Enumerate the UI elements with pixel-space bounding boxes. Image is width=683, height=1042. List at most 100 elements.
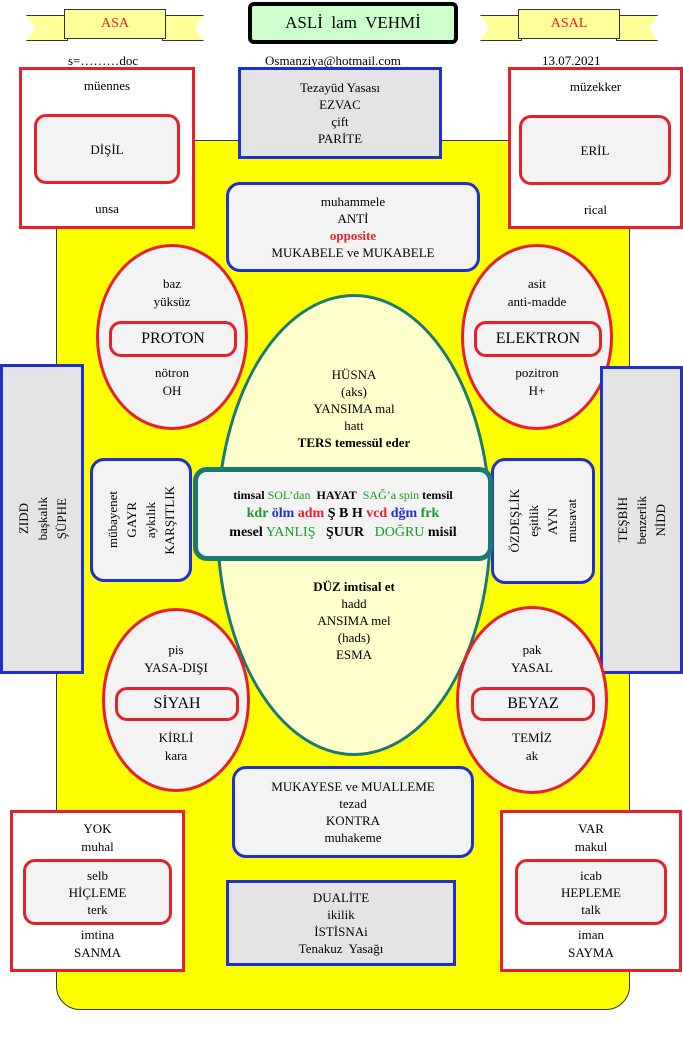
br-bottom-1: iman: [578, 927, 604, 942]
right-banner-label: ASAL: [518, 9, 620, 39]
black-bottom-2: kara: [164, 748, 188, 763]
center-box-row-3: mesel YANLIŞ ŞUUR DOĞRU misil: [229, 523, 456, 542]
bottom-center-line-1: DUALİTE: [312, 890, 370, 905]
electron-bottom-1: pozitron: [515, 365, 559, 380]
row1-b: SOL’dan: [267, 487, 311, 502]
br-inner-2: HEPLEME: [561, 884, 621, 900]
opposite-box: muhammele ANTİ opposite MUKABELE ve MUKA…: [226, 182, 480, 272]
left-inner-line-2: GAYR: [124, 502, 139, 538]
corner-top-left: müennes DİŞİL unsa: [19, 67, 195, 229]
top-center-line-1: Tezayüd Yasası: [300, 80, 380, 95]
oval-top-line-3: YANSIMA mal: [313, 401, 395, 416]
bl-inner-2: HİÇLEME: [68, 884, 127, 900]
center-oval-top: HÜSNA (aks) YANSIMA mal hatt TERS temess…: [250, 366, 458, 451]
electron-bottom-2: H+: [528, 383, 546, 398]
lower-center-box: MUKAYESE ve MUALLEME tezad KONTRA muhake…: [232, 766, 474, 858]
proton-top-2: yüksüz: [153, 294, 191, 309]
row1-d: SAĞ’a spin: [362, 487, 420, 502]
corner-top-left-bottom: unsa: [95, 201, 119, 216]
row1-c: HAYAT: [316, 487, 357, 502]
left-outer-line-2: başkalık: [34, 497, 50, 541]
corner-top-right-inner: ERİL: [519, 115, 671, 185]
opposite-line-1: muhammele: [320, 194, 386, 209]
oval-bottom-line-3: ANSIMA mel: [317, 613, 391, 628]
opposite-line-4: MUKABELE ve MUKABELE: [271, 245, 435, 260]
ellipse-white: pak YASAL BEYAZ TEMİZ ak: [456, 606, 608, 794]
bottom-center-box: DUALİTE ikilik İSTİSNAi Tenakuz Yasağı: [226, 880, 456, 966]
oval-top-line-4: hatt: [344, 418, 364, 433]
electron-label: ELEKTRON: [495, 330, 581, 347]
center-box: timsal SOL’dan HAYAT SAĞ’a spin temsil k…: [193, 467, 493, 561]
left-inner-line-4: KARŞITLIK: [162, 485, 177, 555]
white-top-2: YASAL: [511, 660, 553, 675]
lower-center-line-3: KONTRA: [325, 813, 381, 828]
proton-bottom-1: nötron: [155, 365, 189, 380]
black-label: SİYAH: [153, 695, 201, 712]
black-top-1: pis: [168, 642, 184, 657]
oval-bottom-line-2: hadd: [341, 596, 367, 611]
corner-bottom-left: YOK muhal selb HİÇLEME terk imtina SANMA: [10, 810, 185, 972]
row2-c: adm: [297, 505, 325, 521]
row2-d: Ş B H: [327, 505, 363, 521]
row3-a: mesel: [229, 524, 263, 540]
bottom-center-line-2: ikilik: [327, 907, 355, 922]
black-label-box: SİYAH: [115, 687, 239, 721]
ellipse-proton: baz yüksüz PROTON nötron OH: [96, 244, 248, 430]
corner-top-left-label: DİŞİL: [90, 141, 124, 157]
ellipse-black: pis YASA-DIŞI SİYAH KİRLİ kara: [102, 608, 250, 792]
bl-top-1: YOK: [83, 821, 112, 836]
ellipse-electron: asit anti-madde ELEKTRON pozitron H+: [461, 244, 613, 430]
electron-label-box: ELEKTRON: [474, 321, 602, 357]
bl-inner: selb HİÇLEME terk: [23, 859, 172, 925]
br-bottom-2: SAYMA: [568, 945, 614, 960]
date-label: 13.07.2021: [542, 53, 601, 68]
right-outer-line-3: NİDD: [653, 503, 668, 537]
row2-g: frk: [420, 505, 440, 521]
row3-e: misil: [427, 524, 457, 540]
left-inner-line-1: mübayenet: [105, 491, 120, 549]
top-center-box: Tezayüd Yasası EZVAC çift PARİTE: [238, 67, 442, 159]
oval-top-line-5: TERS temessül eder: [297, 435, 411, 450]
row2-f: dğm: [390, 505, 418, 521]
bl-bottom-1: imtina: [80, 927, 115, 942]
bottom-center-line-4: Tenakuz Yasağı: [298, 941, 384, 956]
corner-top-right: müzekker ERİL rical: [508, 67, 683, 229]
right-banner: ASAL: [480, 9, 658, 41]
electron-top-1: asit: [527, 276, 547, 291]
proton-bottom-2: OH: [162, 383, 182, 398]
top-center-line-4: PARİTE: [317, 131, 363, 146]
lower-center-line-4: muhakeme: [324, 830, 382, 845]
br-inner-3: talk: [581, 901, 601, 917]
row3-d: DOĞRU: [374, 524, 425, 540]
corner-top-right-label: ERİL: [580, 142, 610, 158]
white-bottom-1: TEMİZ: [512, 730, 552, 745]
proton-label-box: PROTON: [109, 321, 237, 357]
center-box-row-1: timsal SOL’dan HAYAT SAĞ’a spin temsil: [233, 487, 452, 504]
oval-bottom-line-5: ESMA: [335, 647, 373, 662]
corner-top-left-top: müennes: [83, 78, 131, 93]
row2-a: kdr: [246, 505, 269, 521]
corner-top-right-bottom: rical: [583, 202, 608, 217]
lower-center-line-1: MUKAYESE ve MUALLEME: [271, 779, 435, 794]
row1-e: temsil: [422, 487, 453, 502]
opposite-line-2: ANTİ: [337, 211, 369, 226]
opposite-line-3: opposite: [329, 228, 377, 243]
proton-top-1: baz: [162, 276, 182, 291]
left-outer-line-3: ŞÜPHE: [53, 498, 69, 540]
white-top-1: pak: [522, 642, 542, 657]
top-center-line-3: çift: [331, 114, 349, 129]
black-bottom-1: KİRLİ: [158, 730, 194, 745]
left-banner: ASA: [26, 9, 204, 41]
corner-bottom-right: VAR makul icab HEPLEME talk iman SAYMA: [500, 810, 682, 972]
left-banner-label: ASA: [64, 9, 166, 39]
lower-center-line-2: tezad: [339, 796, 367, 811]
proton-label: PROTON: [141, 330, 205, 347]
row3-b: YANLIŞ: [265, 524, 316, 540]
br-inner-1: icab: [580, 867, 602, 883]
right-inner-box: ÖZDEŞLİK eşitlik AYN musavat: [491, 458, 595, 584]
center-oval-bottom: DÜZ imtisal et hadd ANSIMA mel (hads) ES…: [250, 578, 458, 663]
title-text: ASLİ lam VEHMİ: [285, 13, 421, 32]
doc-label: s=………doc: [68, 53, 139, 68]
electron-top-2: anti-madde: [507, 294, 567, 309]
row2-b: ölm: [271, 505, 295, 521]
